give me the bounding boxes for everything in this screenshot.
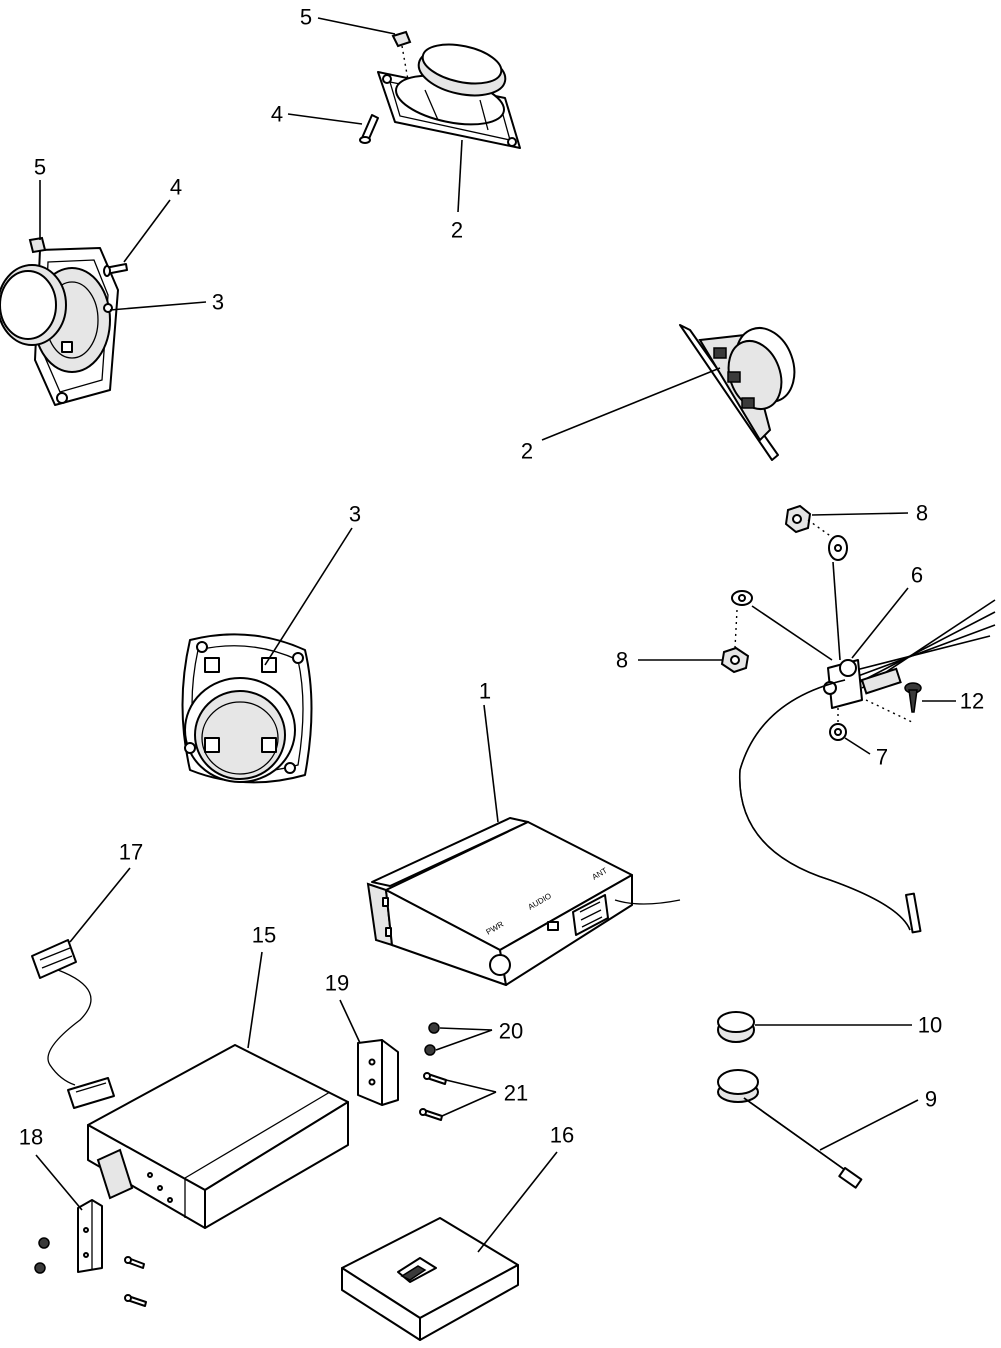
callout-17: 17 [119, 840, 143, 865]
callout-19: 19 [325, 971, 349, 996]
callout-3-center: 3 [349, 502, 361, 527]
callout-18: 18 [19, 1125, 43, 1150]
assembly-line [807, 519, 837, 541]
grommet [717, 1011, 755, 1043]
radio-unit: PWR AUDIO ANT [366, 817, 681, 986]
screw-top [359, 114, 379, 144]
assembly-line [865, 699, 913, 723]
wire-harness [31, 939, 115, 1109]
nut-upper [784, 504, 812, 534]
callout-20: 20 [499, 1019, 523, 1044]
callout-5-left: 5 [34, 155, 46, 180]
leader-lines [35, 17, 956, 1253]
callout-5-top: 5 [300, 5, 312, 30]
callout-16: 16 [550, 1123, 574, 1148]
callout-12: 12 [960, 689, 984, 714]
screws-20 [424, 1022, 440, 1056]
callout-15: 15 [252, 923, 276, 948]
screws-18 [34, 1237, 147, 1307]
callout-1: 1 [479, 679, 491, 704]
cover [341, 1217, 519, 1341]
clip-left [28, 236, 47, 254]
callout-4-left: 4 [170, 175, 182, 200]
bracket-right [357, 1039, 399, 1106]
callout-10: 10 [918, 1013, 942, 1038]
oval-speaker-top [377, 43, 521, 149]
callout-3-left: 3 [212, 290, 224, 315]
callout-7: 7 [876, 745, 888, 770]
assembly-line [734, 609, 738, 649]
square-speaker-left [0, 247, 119, 406]
callout-2-top: 2 [451, 218, 463, 243]
callout-8-lower: 8 [616, 648, 628, 673]
screw-left [103, 263, 128, 277]
nut-lower [720, 646, 750, 674]
amplifier-box [87, 1044, 349, 1229]
callout-21: 21 [504, 1081, 528, 1106]
bracket-left [77, 1199, 103, 1273]
callout-4-top: 4 [271, 102, 283, 127]
callout-8-upper: 8 [916, 501, 928, 526]
antenna-assembly [731, 535, 996, 934]
callout-6: 6 [911, 563, 923, 588]
assembly-line [401, 45, 409, 81]
antenna-cable-plug [717, 1069, 863, 1189]
lock-washer [829, 723, 847, 741]
oval-speaker-side [679, 324, 796, 461]
clip-top [391, 30, 412, 48]
callout-2-side: 2 [521, 439, 533, 464]
screws-21 [419, 1072, 447, 1121]
mounting-screw [904, 682, 922, 713]
square-speaker-center [181, 633, 313, 784]
callout-9: 9 [925, 1087, 937, 1112]
